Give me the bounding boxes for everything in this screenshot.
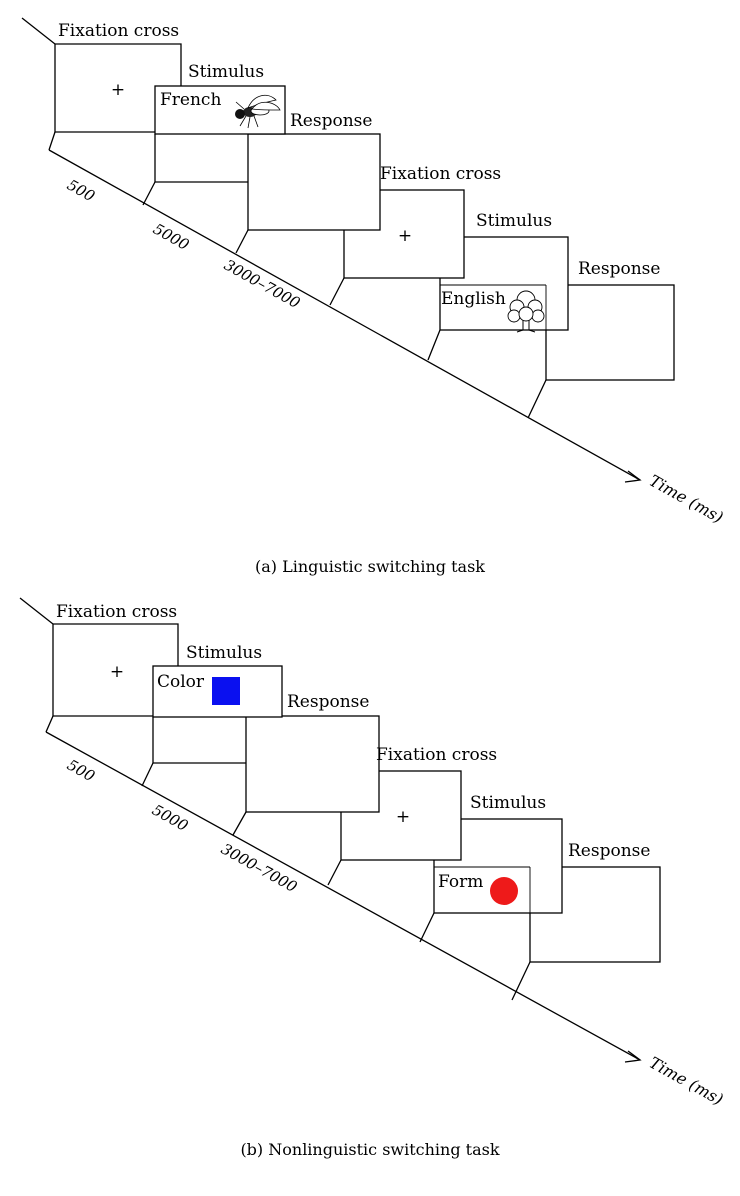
stimulus-1-text: French <box>160 90 221 110</box>
stimulus-1-depth-edge-diag <box>142 181 156 206</box>
stimulus-2-label: Stimulus <box>470 793 546 813</box>
timeline-start-line <box>21 17 56 45</box>
fixation-1-label: Fixation cross <box>58 21 179 41</box>
stimulus-2-label: Stimulus <box>476 211 552 231</box>
stimulus-1-depth-edge-diag <box>141 762 154 787</box>
panel-caption: (b) Nonlinguistic switching task <box>240 1140 499 1159</box>
stimulus-2-depth-edge <box>419 912 435 943</box>
time-axis <box>48 149 641 481</box>
tree-icon <box>507 290 545 333</box>
stimulus-2-depth-edge <box>427 329 441 361</box>
panel-caption: (a) Linguistic switching task <box>255 557 485 576</box>
tick-label-500: 500 <box>64 176 98 206</box>
response-1-box <box>247 133 381 231</box>
tick-label-3000-7000: 3000–7000 <box>221 256 303 313</box>
fixation-1-cross: + <box>110 662 124 682</box>
time-axis-label: Time (ms) <box>646 1053 726 1109</box>
stimulus-1-label: Stimulus <box>186 643 262 663</box>
fixation-1-depth-edge <box>48 131 56 151</box>
panel-linguistic: Fixation cross Stimulus French Response … <box>21 17 726 576</box>
fixation-2-depth-edge <box>329 277 345 306</box>
timeline-start-line <box>19 597 54 625</box>
fixation-1-label: Fixation cross <box>56 602 177 622</box>
response-1-depth-edge <box>235 229 249 254</box>
stimulus-2-text: English <box>441 289 506 309</box>
time-axis-label: Time (ms) <box>646 471 726 527</box>
stimulus-1-depth-edge <box>154 134 248 183</box>
fixation-2-cross: + <box>398 226 412 246</box>
time-axis <box>45 731 641 1061</box>
stimulus-2-text: Form <box>438 872 483 892</box>
tick-label-500: 500 <box>64 756 98 786</box>
tick-label-5000: 5000 <box>149 801 192 835</box>
fixation-1-depth-edge <box>45 715 54 733</box>
fixation-1-box <box>54 43 182 133</box>
tick-label-5000: 5000 <box>150 220 193 254</box>
response-1-label: Response <box>287 692 369 712</box>
fixation-2-depth-edge <box>327 859 342 886</box>
fly-icon <box>235 94 281 129</box>
fixation-1-cross: + <box>111 80 125 100</box>
tick-label-3000-7000: 3000–7000 <box>218 840 300 897</box>
fixation-2-label: Fixation cross <box>376 745 497 765</box>
fixation-2-label: Fixation cross <box>380 164 501 184</box>
stimulus-1-depth-edge <box>152 717 246 764</box>
blue-square-icon <box>212 677 240 705</box>
panel-nonlinguistic: Fixation cross Stimulus Color Response F… <box>19 597 726 1159</box>
response-2-label: Response <box>568 841 650 861</box>
response-1-depth-edge <box>232 811 247 836</box>
response-1-box <box>245 715 380 813</box>
response-1-label: Response <box>290 111 372 131</box>
red-circle-icon <box>490 877 518 905</box>
response-2-label: Response <box>578 259 660 279</box>
time-axis-arrowhead <box>624 470 642 483</box>
fixation-2-cross: + <box>396 807 410 827</box>
time-axis-arrowhead <box>624 1050 642 1063</box>
response-2-depth-edge <box>527 379 547 419</box>
response-2-depth-edge <box>511 961 531 1001</box>
fixation-1-box <box>52 623 179 717</box>
stimulus-1-text: Color <box>157 672 205 692</box>
stimulus-1-label: Stimulus <box>188 62 264 82</box>
